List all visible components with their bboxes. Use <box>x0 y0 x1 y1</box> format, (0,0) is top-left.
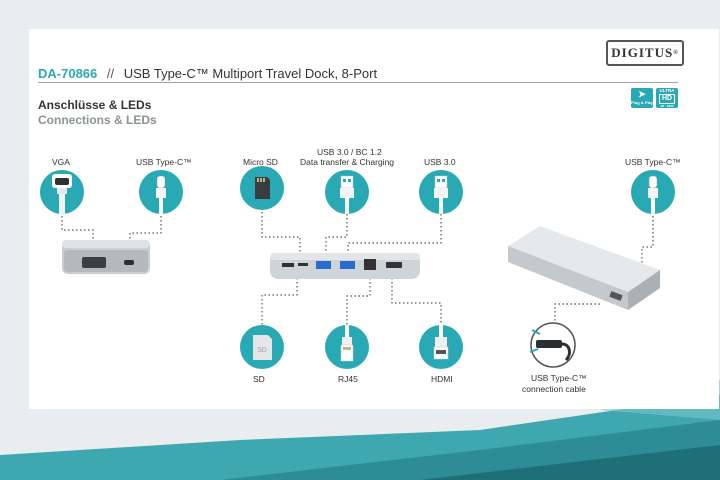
label-vga: VGA <box>52 157 70 167</box>
4k-text: 4K · 3840 <box>660 104 674 108</box>
page-title: DA-70866 // USB Type-C™ Multiport Travel… <box>38 66 377 81</box>
usb-a-connector-icon <box>325 170 369 214</box>
digitus-logo: DIGITUS® <box>606 40 684 66</box>
usb-c-connector-icon <box>139 170 183 214</box>
section-title-german: Anschlüsse & LEDs <box>38 98 152 112</box>
label-data-transfer-charging: Data transfer & Charging <box>300 157 395 167</box>
hd-text: HD <box>659 94 675 104</box>
hdmi-connector-icon <box>419 325 463 369</box>
label-usb30-bc: USB 3.0 / BC 1.2 <box>317 147 382 157</box>
usb-a-connector-icon-2 <box>419 170 463 214</box>
usb-c-connector-icon-right <box>631 170 675 214</box>
label-hdmi: HDMI <box>431 374 453 384</box>
label-sd: SD <box>253 374 265 384</box>
label-cable-line1: USB Type-C™ <box>531 373 587 383</box>
rj45-connector-icon <box>325 325 369 369</box>
product-name: USB Type-C™ Multiport Travel Dock, 8-Por… <box>123 66 378 81</box>
micro-sd-card-icon <box>240 166 284 210</box>
section-title-english: Connections & LEDs <box>38 113 157 127</box>
label-usb-c-right: USB Type-C™ <box>625 157 681 167</box>
logo-text: DIGITUS <box>611 45 674 60</box>
ultra-text: ULTRA <box>659 88 675 93</box>
vga-connector-icon <box>40 170 84 214</box>
svg-text:SD: SD <box>257 347 267 354</box>
title-separator: // <box>106 66 115 81</box>
content-card <box>29 29 719 409</box>
header-divider <box>38 82 678 83</box>
plug-play-text: Plug & Play <box>631 100 654 105</box>
ultra-hd-badge: ULTRA HD 4K · 3840 <box>656 88 678 108</box>
label-micro-sd: Micro SD <box>243 157 278 167</box>
label-rj45: RJ45 <box>338 374 358 384</box>
plug-and-play-badge: ➤ Plug & Play <box>631 88 653 108</box>
label-cable-line2: connection cable <box>522 384 586 394</box>
sd-card-icon: SD <box>240 325 284 369</box>
label-usb-c-left: USB Type-C™ <box>136 157 192 167</box>
model-number: DA-70866 <box>38 66 98 81</box>
label-usb30: USB 3.0 <box>424 157 456 167</box>
